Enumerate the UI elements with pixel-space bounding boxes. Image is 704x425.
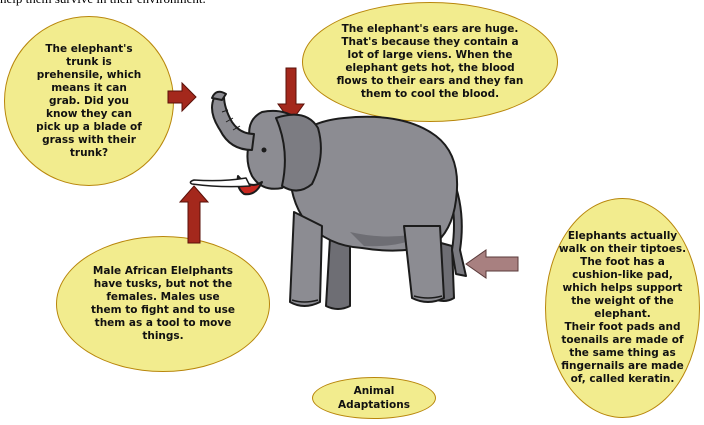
arrow-to-foot [466, 250, 518, 278]
arrow-to-trunk [168, 83, 196, 111]
elephant-illustration [190, 92, 466, 309]
arrow-to-tusk [180, 186, 208, 243]
